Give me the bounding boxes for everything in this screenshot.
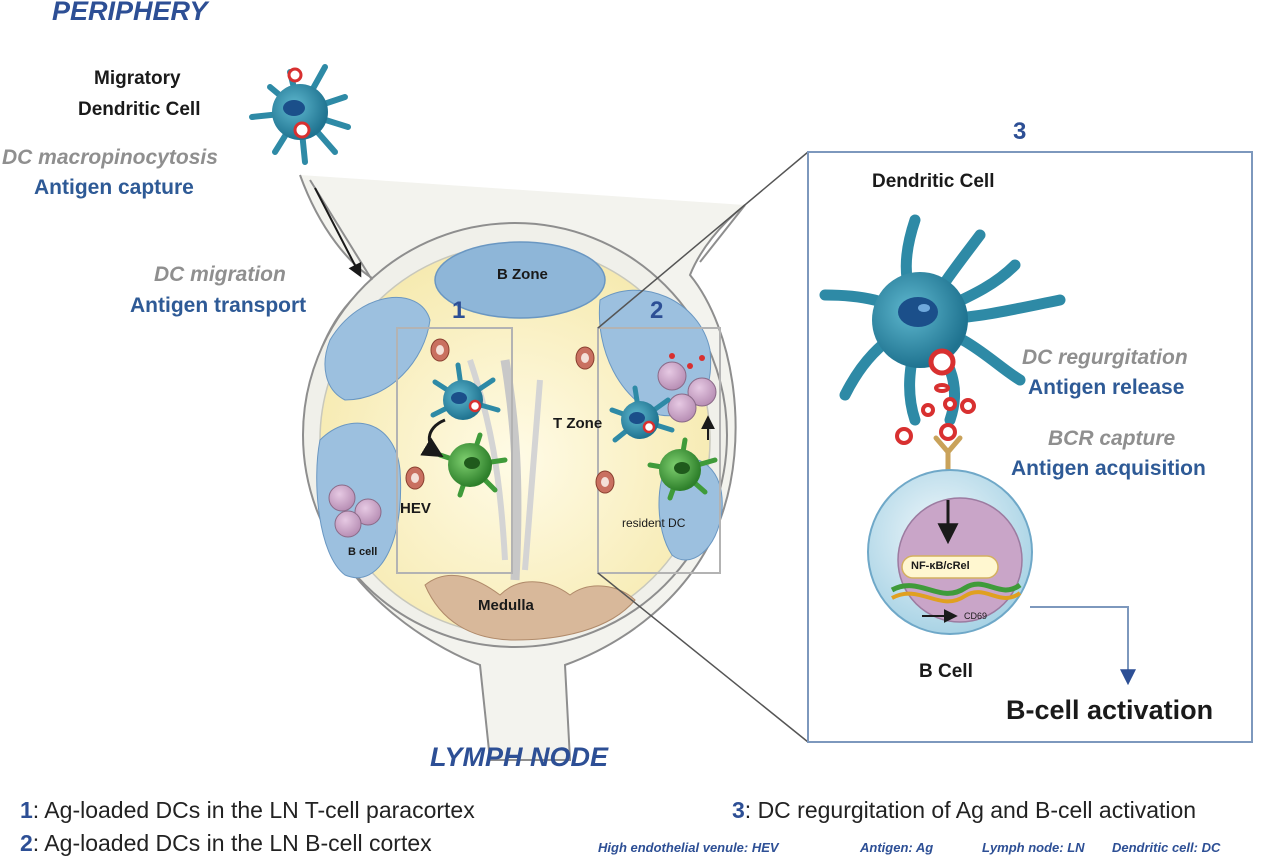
legend-key-3: 3 [732,797,745,823]
inset-dc-graphic [819,214,1066,426]
region-2-box [597,327,721,574]
released-antigens [895,383,976,445]
legend-key-1: 1 [20,797,33,823]
dc-region-1 [420,362,508,498]
abbr-ln: Lymph node: LN [982,840,1085,855]
legend-item-1: 1: Ag-loaded DCs in the LN T-cell paraco… [20,797,475,824]
regurgitation-result-label: Antigen release [1028,376,1185,399]
dc-region-2 [609,353,718,501]
legend-text-1: : Ag-loaded DCs in the LN T-cell paracor… [32,797,475,823]
migratory-dc-label-2: Dendritic Cell [78,99,201,120]
migration-result-label: Antigen transport [130,294,307,317]
bcr-process-label: BCR capture [1048,427,1176,450]
zoom-line-bottom [597,572,809,743]
legend-item-2: 2: Ag-loaded DCs in the LN B-cell cortex [20,830,432,857]
legend-item-3: 3: DC regurgitation of Ag and B-cell act… [732,797,1196,824]
region-1-box [396,327,513,574]
b-zone-label: B Zone [497,266,548,283]
b-cells-follicle [328,361,717,538]
region-2-number: 2 [650,297,664,324]
inset-number: 3 [1013,118,1027,145]
migration-arrow [314,187,362,278]
abbr-ag: Antigen: Ag [860,840,934,855]
medulla [424,359,636,641]
region-1-number: 1 [452,297,466,324]
abbr-dc: Dendritic cell: DC [1112,840,1221,855]
migratory-dc-label-1: Migratory [94,68,181,89]
t-zone-label: T Zone [553,415,603,432]
abbr-hev: High endothelial venule: HEV [598,840,779,855]
inset-b-cell-graphic [867,469,1033,635]
migratory-dc-graphic [249,64,351,165]
legend-key-2: 2 [20,830,33,856]
periphery-title: PERIPHERY [52,0,208,26]
bcr-receptor [933,435,963,475]
cd69-label: CD69 [964,611,988,621]
medulla-label: Medulla [478,597,534,614]
inset-b-cell-label: B Cell [919,661,973,682]
legend-text-3: : DC regurgitation of Ag and B-cell acti… [744,797,1197,823]
hev-vessels [405,338,615,494]
resident-dc-label: resident DC [622,516,686,530]
inset-dc-label: Dendritic Cell [872,171,995,192]
zoom-line-top [597,151,809,329]
activation-arrow [1030,606,1136,686]
regurgitation-process-label: DC regurgitation [1022,346,1188,369]
capture-result-label: Antigen capture [34,176,194,199]
b-cell-activation-label: B-cell activation [1006,695,1214,725]
inset-3-box [807,151,1253,743]
migration-process-label: DC migration [154,263,286,286]
bcr-result-label: Antigen acquisition [1011,457,1206,480]
nfkb-label: NF-κB/cRel [911,560,970,572]
hev-label: HEV [400,500,431,517]
lymph-node-title: LYMPH NODE [430,742,609,772]
b-cell-small-label: B cell [348,546,378,558]
capture-process-label: DC macropinocytosis [2,146,218,169]
legend-text-2: : Ag-loaded DCs in the LN B-cell cortex [32,830,432,856]
